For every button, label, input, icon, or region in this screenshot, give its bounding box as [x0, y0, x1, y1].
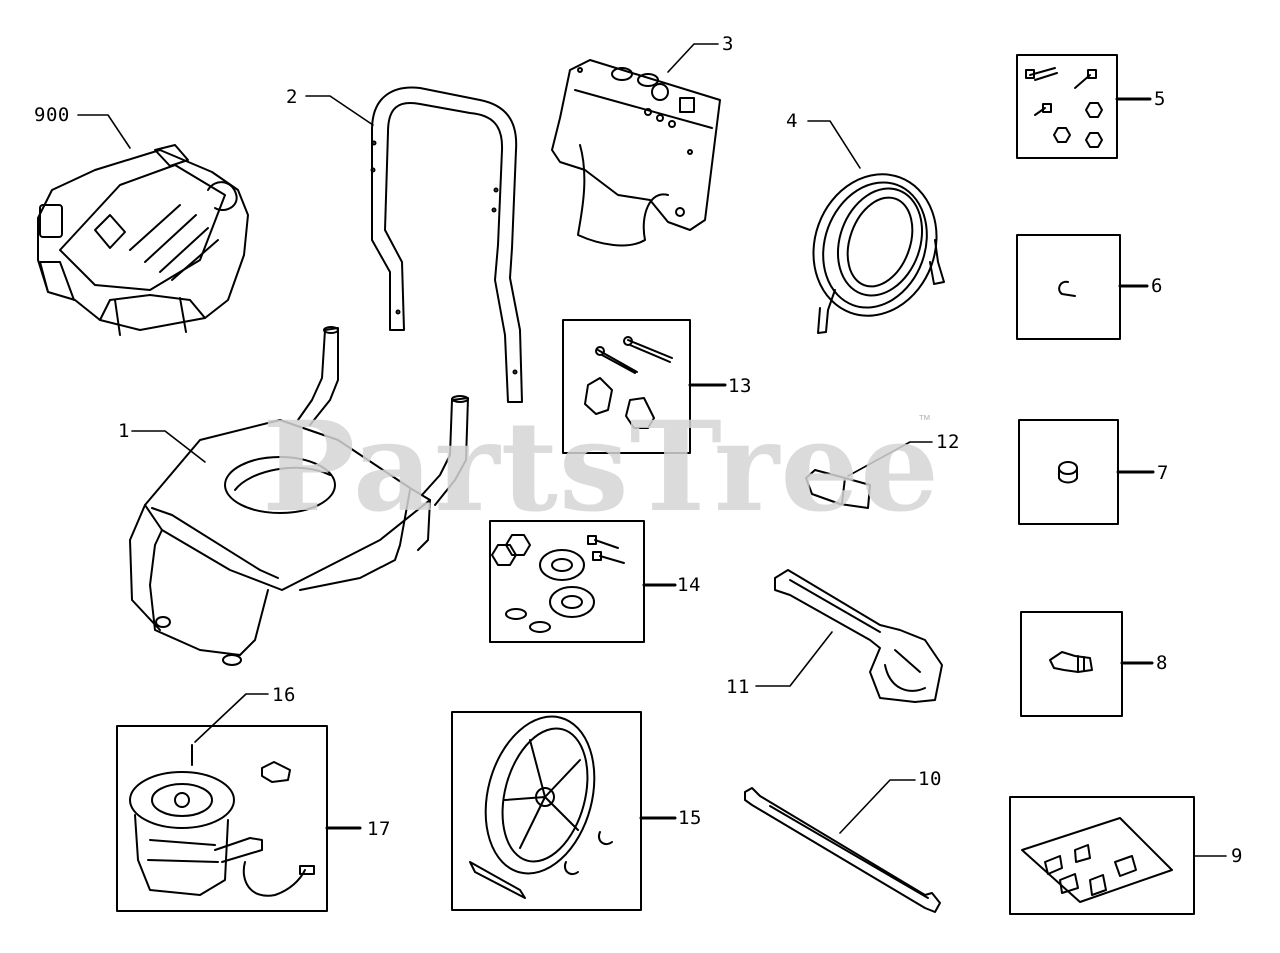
pump-assembly-part-17: [116, 725, 328, 912]
callout-label-8: 8: [1156, 652, 1168, 674]
callout-label-9: 9: [1231, 845, 1243, 867]
callout-label-1: 1: [118, 420, 130, 442]
watermark-text: PartsTree: [262, 395, 941, 540]
callout-label-900: 900: [34, 104, 70, 126]
frame-part-1: [129, 326, 469, 666]
callout-label-11: 11: [726, 676, 750, 698]
callout-leaders: [77, 43, 1227, 857]
bracket-part-3: [551, 59, 721, 247]
pump-part-16: [191, 744, 291, 783]
hose-part-4: [812, 173, 945, 334]
watermark-trademark: ™: [918, 412, 931, 427]
handle-part-2: [370, 86, 523, 403]
callout-label-6: 6: [1151, 275, 1163, 297]
nozzle-part-12: [805, 469, 871, 509]
callout-label-17: 17: [367, 818, 391, 840]
spray-gun-part-11: [774, 569, 943, 703]
callout-label-10: 10: [918, 768, 942, 790]
callout-label-2: 2: [286, 86, 298, 108]
engine-part-900: [37, 144, 249, 336]
wand-part-10: [744, 787, 941, 913]
plug-part-7: [1018, 419, 1119, 525]
callout-label-16: 16: [272, 684, 296, 706]
callout-label-5: 5: [1154, 88, 1166, 110]
callout-label-15: 15: [678, 807, 702, 829]
wheel-hardware-part-14: [489, 520, 645, 643]
wheel-kit-part-15: [451, 711, 642, 911]
callout-label-3: 3: [722, 33, 734, 55]
fitting-part-8: [1020, 611, 1123, 717]
clip-part-6: [1016, 234, 1121, 340]
nozzle-kit-part-9: [1009, 796, 1195, 915]
callout-label-12: 12: [936, 431, 960, 453]
callout-label-14: 14: [677, 574, 701, 596]
callout-label-13: 13: [728, 375, 752, 397]
fastener-kit-part-5: [1016, 54, 1118, 159]
callout-label-7: 7: [1157, 462, 1169, 484]
callout-label-4: 4: [786, 110, 798, 132]
